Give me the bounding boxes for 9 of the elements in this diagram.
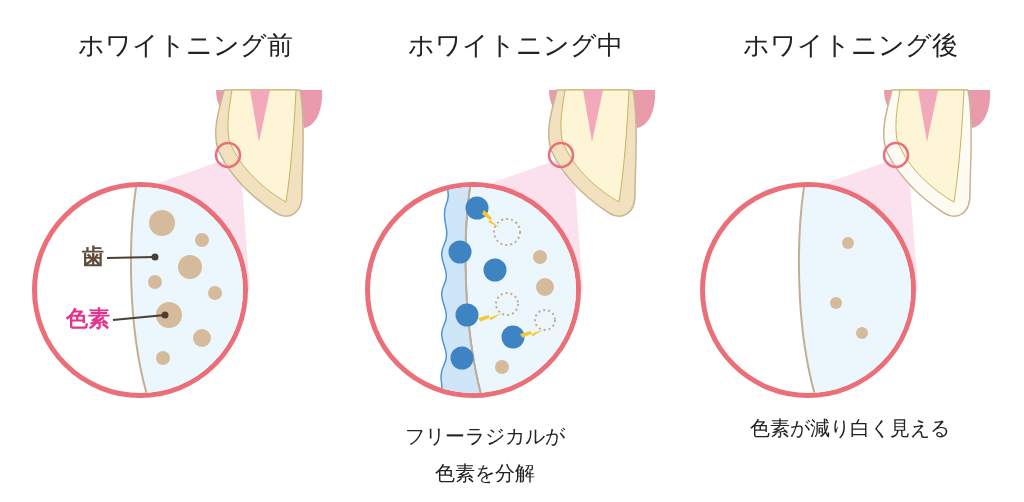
panel-title: ホワイトニング前 [76,29,294,62]
panel-title: ホワイトニング中 [406,29,624,62]
tooth-label: 歯 [82,244,104,270]
caption-text: 色素が減り白く見える [749,415,951,442]
leader-line [106,253,159,261]
caption-text: フリーラジカルが色素を分解 [404,423,566,487]
panel-title: ホワイトニング後 [741,29,959,62]
pigment-label: 色素 [66,306,110,332]
leader-line [112,311,169,321]
